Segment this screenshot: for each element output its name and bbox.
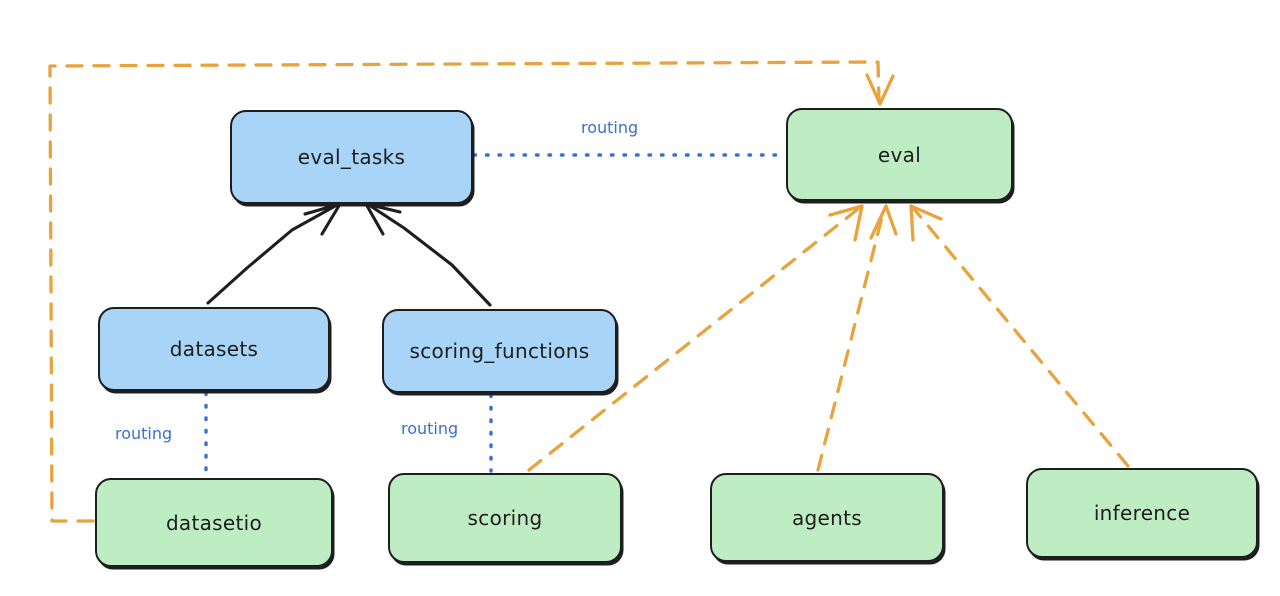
- edge-label-routing-datasets-datasetio: routing: [112, 424, 176, 443]
- edge-scoring-to-eval: [527, 204, 864, 472]
- edge-label-routing-scoring_functions-scoring: routing: [398, 419, 462, 438]
- edge-label-routing-eval_tasks-eval: routing: [578, 118, 642, 137]
- node-scoring_functions[interactable]: scoring_functions: [382, 309, 617, 393]
- node-label-inference: inference: [1093, 501, 1191, 525]
- edge-inference-to-eval: [909, 204, 1130, 468]
- node-label-agents: agents: [792, 505, 862, 530]
- node-label-datasets: datasets: [169, 337, 259, 361]
- node-agents[interactable]: agents: [710, 473, 944, 562]
- node-datasetio[interactable]: datasetio: [95, 478, 333, 567]
- node-label-eval: eval: [877, 142, 922, 167]
- node-scoring[interactable]: scoring: [388, 473, 622, 563]
- node-label-eval_tasks: eval_tasks: [297, 145, 406, 169]
- node-label-scoring_functions: scoring_functions: [409, 339, 590, 363]
- edge-agents-to-eval: [816, 204, 898, 472]
- edge-datasetio-to-eval: [48, 60, 895, 523]
- edge-scoring_functions-to-eval_tasks: [364, 202, 492, 307]
- node-eval[interactable]: eval: [786, 108, 1013, 201]
- node-label-scoring: scoring: [467, 506, 543, 530]
- node-datasets[interactable]: datasets: [98, 307, 330, 391]
- node-inference[interactable]: inference: [1026, 468, 1258, 558]
- node-label-datasetio: datasetio: [165, 510, 263, 535]
- edge-datasets-to-eval_tasks: [206, 202, 342, 305]
- node-eval_tasks[interactable]: eval_tasks: [230, 110, 473, 204]
